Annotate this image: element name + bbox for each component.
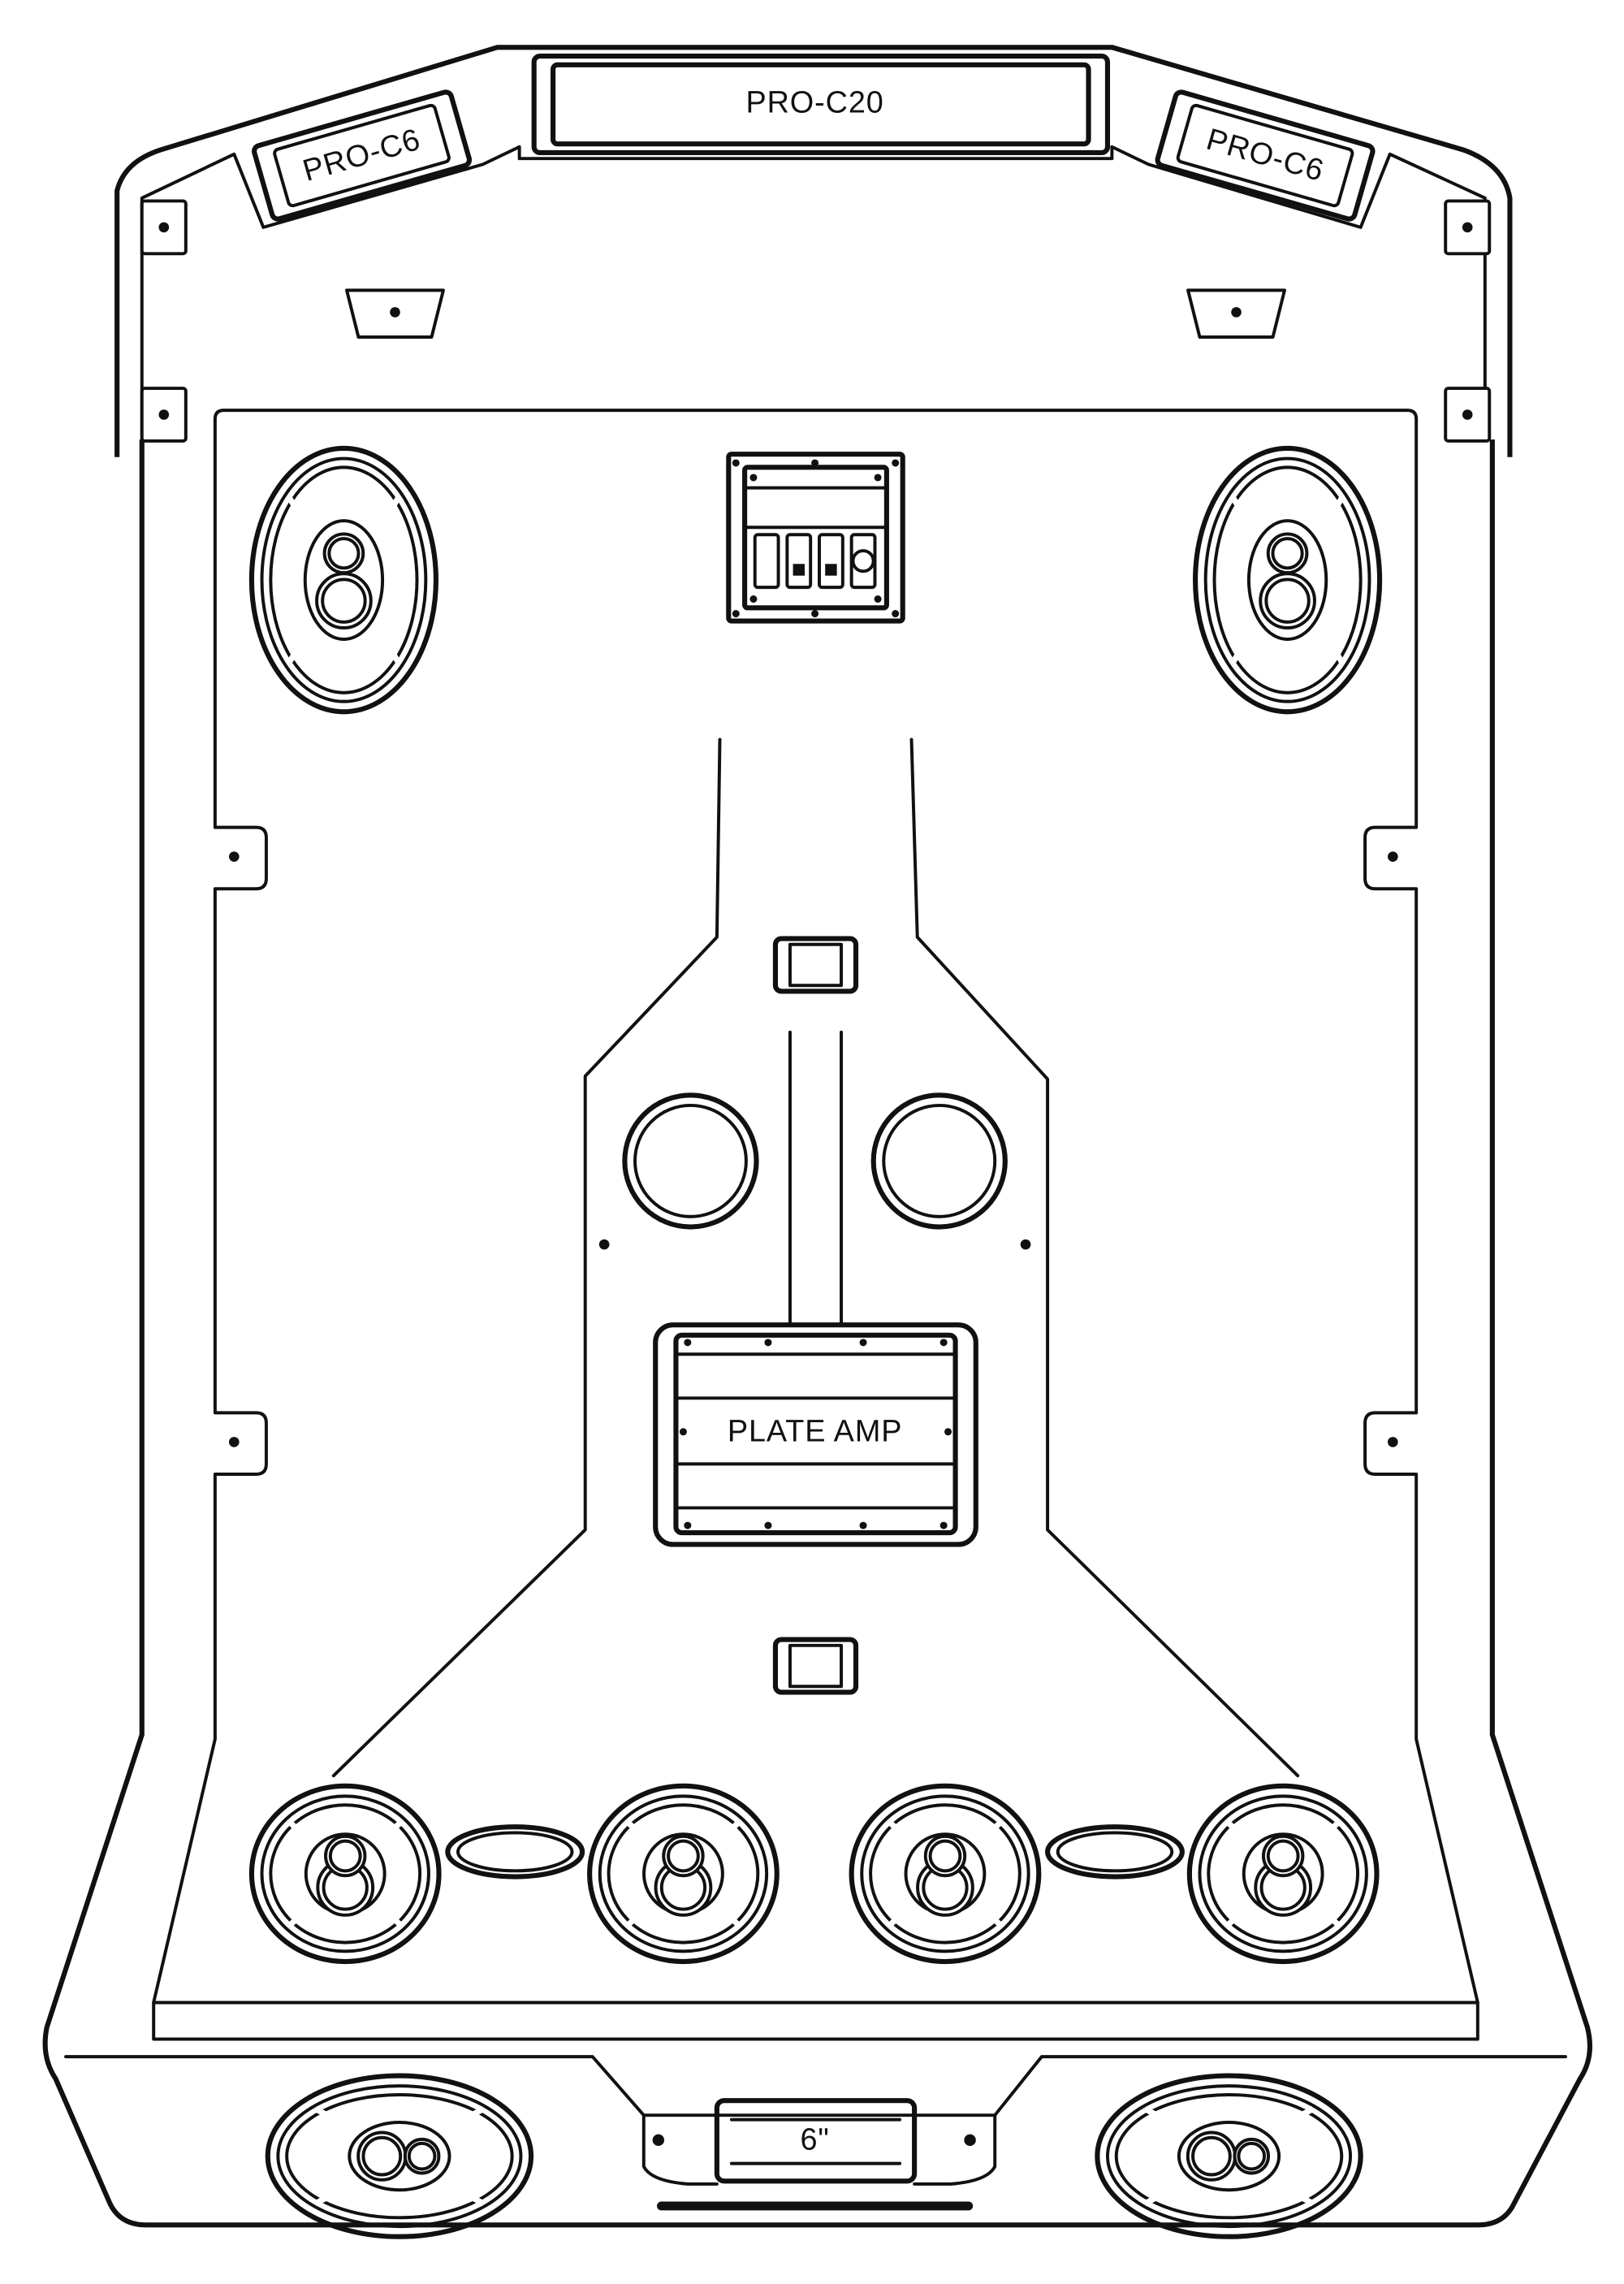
rear-bar [64, 2055, 1567, 2117]
front-right-speaker-label: PRO-C6 [1203, 123, 1328, 188]
mount-bracket [140, 387, 188, 443]
bottom-speaker-3 [849, 1783, 1042, 1965]
panel-mount-hole [1388, 851, 1398, 862]
panel-mount-hole [1388, 1437, 1398, 1447]
plate-amp: PLATE AMP [653, 1322, 978, 1547]
console-left-edge [331, 738, 722, 1778]
mount-bracket [140, 199, 188, 256]
rear-center-speaker-label: 6" [800, 2123, 829, 2157]
knob-icon [851, 549, 875, 573]
front-left-speaker-label: PRO-C6 [299, 123, 424, 188]
bottom-plate [152, 2001, 1479, 2041]
rear-bar-dot-right [964, 2134, 976, 2147]
subwoofer-port-left [622, 1092, 759, 1230]
mount-bracket [1444, 199, 1492, 256]
console-dot-left [598, 1239, 610, 1250]
rear-right-speaker [1095, 2073, 1363, 2239]
mount-bracket [1444, 387, 1492, 443]
mount-tab [345, 288, 445, 339]
switch-blank[interactable] [753, 533, 780, 590]
plate-amp-label: PLATE AMP [728, 1415, 903, 1449]
roof-inner-top-edge [140, 145, 1487, 442]
switch-knob[interactable] [849, 533, 877, 590]
bottom-speaker-4 [1186, 1783, 1380, 1965]
switch-rocker-2-indicator [825, 564, 837, 576]
subwoofer-port-right [870, 1092, 1008, 1230]
front-center-speaker: PRO-C20 [531, 54, 1111, 156]
switch-panel[interactable] [726, 452, 905, 624]
switch-rocker-1-indicator [793, 564, 805, 576]
mount-tab [1186, 288, 1286, 339]
panel-mount-hole [228, 851, 240, 862]
switch-rocker-2[interactable] [818, 533, 844, 590]
switch-rocker-1[interactable] [785, 533, 813, 590]
access-box-upper [772, 936, 859, 994]
front-center-speaker-label: PRO-C20 [745, 86, 883, 120]
top-right-speaker [1193, 445, 1383, 715]
passive-radiator-right [1045, 1824, 1185, 1880]
passive-radiator-left [445, 1824, 585, 1880]
front-right-speaker: PRO-C6 [1155, 89, 1376, 222]
roof-outer-outline [114, 45, 1513, 457]
bottom-speaker-1 [248, 1783, 442, 1965]
rear-center-speaker: 6" [714, 2098, 918, 2184]
access-box-lower [772, 1637, 859, 1695]
rear-left-speaker [265, 2073, 534, 2239]
top-left-speaker [248, 445, 438, 715]
console-right-edge [909, 738, 1300, 1778]
inner-panel-outline [152, 409, 1479, 2005]
panel-mount-hole [228, 1437, 240, 1447]
roof-body-outline [42, 439, 1593, 2228]
rear-bar-center-bracket [641, 2113, 997, 2186]
console-dot-right [1020, 1239, 1031, 1250]
rear-bar-dot-left [652, 2134, 665, 2147]
bottom-speaker-2 [587, 1783, 780, 1965]
